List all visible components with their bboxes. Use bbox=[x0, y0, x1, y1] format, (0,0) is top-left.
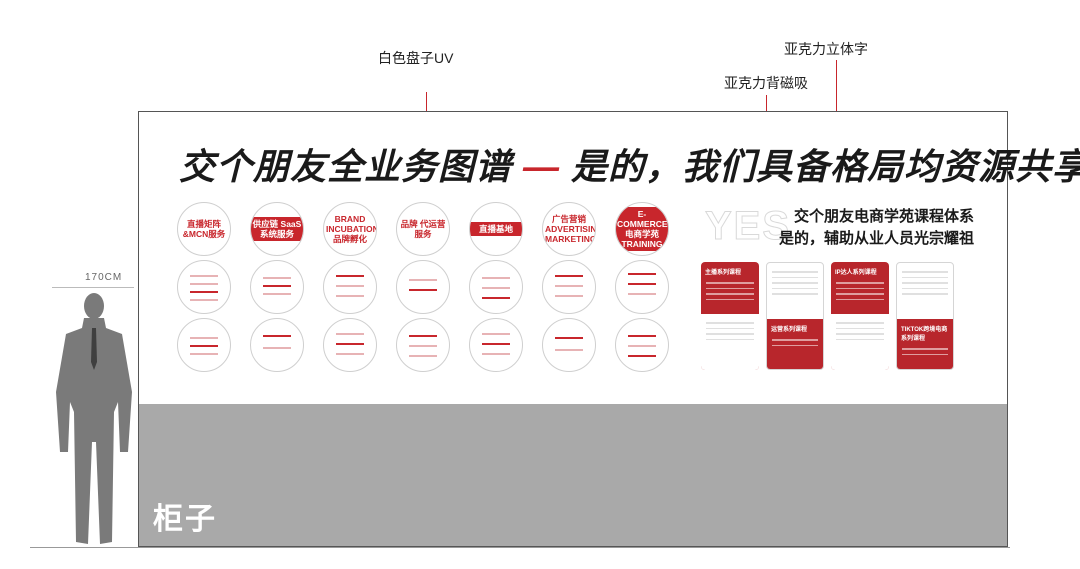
course-card-title: TIKTOK跨境电商系列课程 bbox=[901, 327, 948, 342]
course-card-ip-talent: IP达人系列课程 bbox=[831, 262, 889, 370]
course-card-title: 运营系列课程 bbox=[771, 327, 808, 333]
plate-label: E-COMMERCE 电商学苑 TRAINING bbox=[616, 207, 668, 251]
plate-brand-incubation: BRAND INCUBATION 品牌孵化 bbox=[323, 202, 377, 256]
plate-decorative bbox=[177, 260, 231, 314]
plate-decorative bbox=[615, 318, 669, 372]
course-title-line1: 交个朋友电商学苑课程体系 bbox=[794, 208, 975, 225]
plate-decorative bbox=[250, 260, 304, 314]
human-silhouette-icon bbox=[56, 293, 132, 544]
plate-decorative bbox=[469, 318, 523, 372]
plate-label: 广告营销 ADVERTISING MARKETING bbox=[545, 214, 596, 244]
plate-decorative bbox=[615, 260, 669, 314]
plate-label: 直播基地 bbox=[470, 222, 522, 236]
plate-label: 直播矩阵&MCN服务 bbox=[182, 219, 226, 239]
course-system-title: 交个朋友电商学苑课程体系 是的，辅助从业人员光宗耀祖 bbox=[779, 206, 974, 250]
plate-decorative bbox=[542, 318, 596, 372]
plate-decorative bbox=[396, 318, 450, 372]
annotation-acrylic-magnetic-back: 亚克力背磁吸 bbox=[724, 75, 808, 91]
course-title-line2: 是的，辅助从业人员光宗耀祖 bbox=[779, 230, 975, 247]
display-wall: 交个朋友全业务图谱 — 是的，我们具备格局均资源共享 直播矩阵&MCN服务 供应… bbox=[138, 111, 1080, 547]
plate-label: 供应链 SaaS 系统服务 bbox=[251, 217, 303, 241]
plate-brand-operation: 品牌 代运营服务 bbox=[396, 202, 450, 256]
course-card-title: 主播系列课程 bbox=[705, 270, 742, 276]
annotation-acrylic-3d-text: 亚克力立体字 bbox=[784, 41, 868, 57]
plate-ecommerce-academy: E-COMMERCE 电商学苑 TRAINING bbox=[615, 202, 669, 256]
headline-part1: 交个朋友全业务图谱 bbox=[179, 146, 513, 187]
floor-line bbox=[30, 547, 1010, 548]
plate-decorative bbox=[542, 260, 596, 314]
height-label: 170CM bbox=[85, 272, 123, 283]
plate-live-matrix: 直播矩阵&MCN服务 bbox=[177, 202, 231, 256]
plate-decorative bbox=[323, 318, 377, 372]
plate-decorative bbox=[396, 260, 450, 314]
plate-label: BRAND INCUBATION 品牌孵化 bbox=[326, 214, 377, 244]
plate-label: 品牌 代运营服务 bbox=[400, 219, 446, 239]
plate-supply-chain: 供应链 SaaS 系统服务 bbox=[250, 202, 304, 256]
course-card-anchor: 主播系列课程 bbox=[701, 262, 759, 370]
plate-decorative bbox=[177, 318, 231, 372]
headline-part2: 是的，我们具备格局均资源共享 bbox=[571, 146, 1080, 187]
height-reference-line bbox=[52, 287, 134, 288]
course-card-tiktok: TIKTOK跨境电商系列课程 bbox=[896, 262, 954, 370]
cabinet-label: 柜子 bbox=[153, 503, 217, 536]
plate-ad-marketing: 广告营销 ADVERTISING MARKETING bbox=[542, 202, 596, 256]
plate-decorative bbox=[469, 260, 523, 314]
plate-decorative bbox=[323, 260, 377, 314]
plate-live-base: 直播基地 bbox=[469, 202, 523, 256]
cabinet: 柜子 bbox=[139, 404, 1007, 546]
course-card-title: IP达人系列课程 bbox=[835, 270, 877, 276]
annotation-white-plate-uv: 白色盘子UV bbox=[378, 50, 454, 66]
course-card-operations: 运营系列课程 bbox=[766, 262, 824, 370]
headline-dash: — bbox=[523, 146, 561, 187]
yes-outline-text: YES bbox=[704, 204, 792, 249]
page-title: 交个朋友全业务图谱 — 是的，我们具备格局均资源共享 bbox=[179, 138, 1080, 190]
plate-decorative bbox=[250, 318, 304, 372]
